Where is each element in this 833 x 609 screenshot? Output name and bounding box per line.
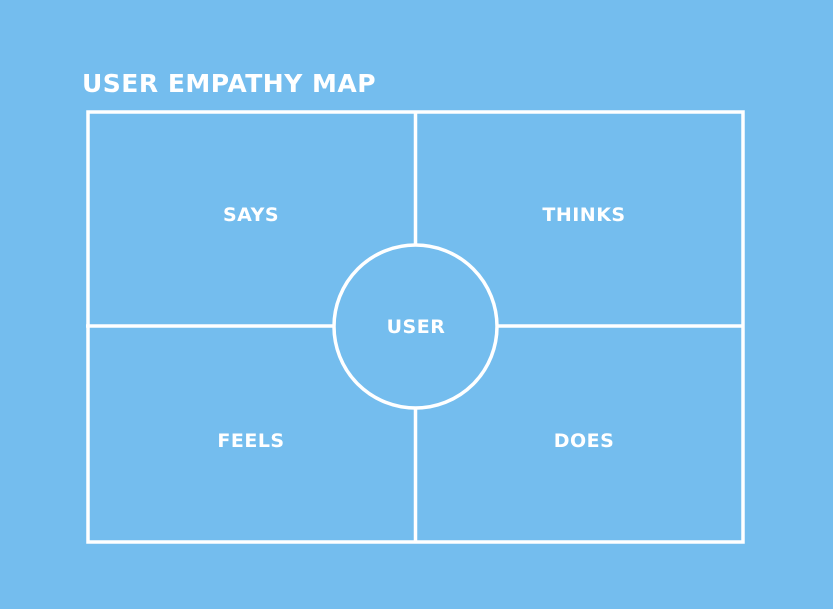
user-circle <box>332 243 499 410</box>
center-user-label: USER <box>386 316 446 338</box>
quadrant-says-label: SAYS <box>222 204 280 226</box>
quadrant-thinks-label: THINKS <box>542 204 626 226</box>
quadrant-feels-label: FEELS <box>217 430 285 452</box>
quadrant-does-label: DOES <box>553 430 615 452</box>
page-title: USER EMPATHY MAP <box>82 69 377 98</box>
